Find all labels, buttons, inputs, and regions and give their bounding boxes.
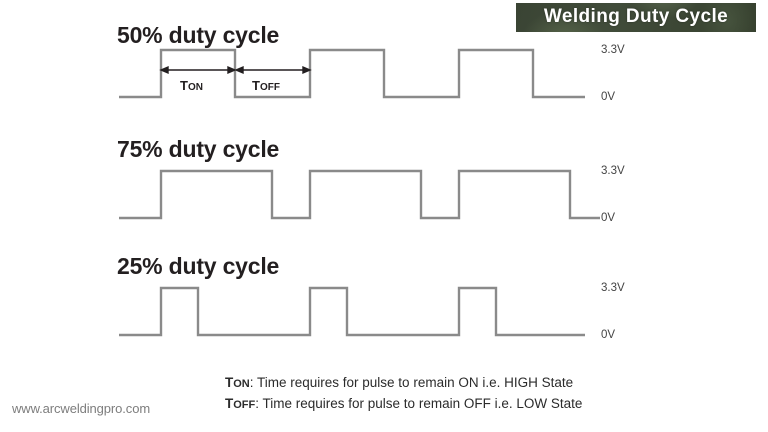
caption-line-toff: TOFF: Time requires for pulse to remain …: [225, 396, 745, 411]
waveform-label-75: 75% duty cycle: [117, 136, 280, 162]
caption-ton-tag: TON: [225, 375, 250, 390]
voltage-low-label-25: 0V: [601, 329, 616, 341]
toff-label: TOFF: [252, 78, 280, 93]
waveform-block-75: 75% duty cycle 3.3V 0V: [0, 136, 768, 236]
caption-toff-prefix: T: [225, 396, 234, 411]
waveform-trace-75: [119, 169, 600, 220]
toff-arrow: [234, 65, 312, 75]
ton-subscript: ON: [187, 82, 203, 93]
toff-prefix: T: [252, 78, 260, 93]
ton-prefix: T: [180, 78, 188, 93]
ton-label: TON: [180, 78, 203, 93]
voltage-high-label-25: 3.3V: [601, 282, 625, 294]
voltage-low-label-50: 0V: [601, 91, 616, 103]
caption-ton-text: : Time requires for pulse to remain ON i…: [249, 375, 574, 390]
voltage-low-label-75: 0V: [601, 212, 616, 224]
voltage-high-label-50: 3.3V: [601, 44, 625, 56]
waveform-block-25: 25% duty cycle 3.3V 0V: [0, 253, 768, 353]
toff-subscript: OFF: [259, 82, 280, 93]
caption-line-ton: TON: Time requires for pulse to remain O…: [225, 375, 745, 390]
site-url: www.arcweldingpro.com: [12, 401, 151, 416]
waveform-label-50: 50% duty cycle: [117, 22, 280, 48]
waveform-trace-25: [119, 286, 585, 337]
ton-arrow: [159, 65, 237, 75]
voltage-high-label-75: 3.3V: [601, 165, 625, 177]
caption-toff-tag: TOFF: [225, 396, 255, 411]
caption-toff-text: : Time requires for pulse to remain OFF …: [255, 396, 583, 411]
title-banner: Welding Duty Cycle: [516, 3, 756, 32]
banner-title-text: Welding Duty Cycle: [543, 6, 729, 27]
waveform-label-25: 25% duty cycle: [117, 253, 280, 279]
waveform-trace-50: [119, 48, 585, 99]
caption-ton-prefix: T: [225, 375, 234, 390]
waveform-block-50: 50% duty cycle TON TOFF 3.3V 0V: [0, 22, 768, 122]
caption-toff-subscript: OFF: [233, 399, 256, 411]
caption-ton-subscript: ON: [233, 378, 250, 390]
